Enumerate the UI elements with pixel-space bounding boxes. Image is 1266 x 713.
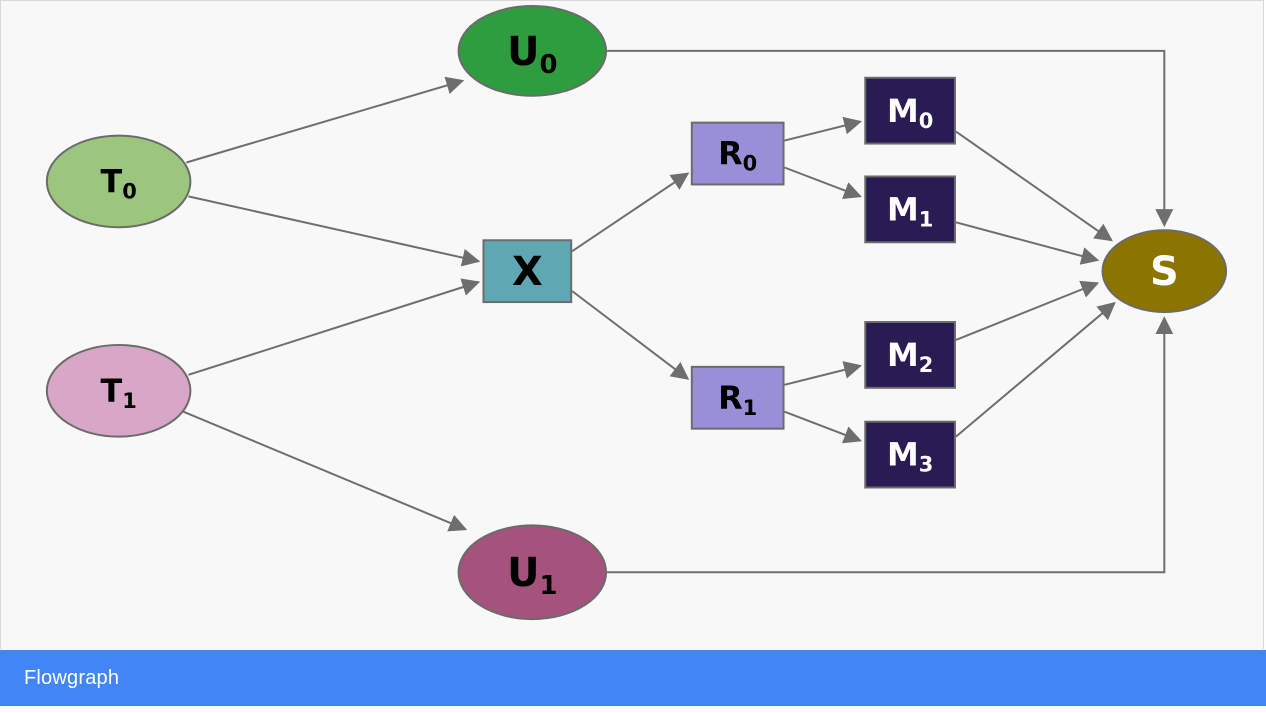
- edge-M1-to-S: [955, 221, 1100, 265]
- node-S-shape: [1101, 229, 1228, 314]
- node-S-label: S: [1150, 249, 1179, 295]
- node-U1-shape: [457, 524, 608, 621]
- node-M2-shape: [864, 321, 956, 389]
- title-bar-label: Flowgraph: [24, 666, 120, 689]
- edge-R0-to-M1: [784, 166, 862, 200]
- edge-U0-to-S: [607, 49, 1174, 228]
- node-U1: U1: [457, 524, 608, 621]
- node-M1-shape: [864, 175, 956, 244]
- node-T0-label: T0: [100, 163, 136, 204]
- edge-M2-to-S: [955, 280, 1100, 341]
- node-M0-shape: [864, 76, 956, 145]
- node-T1-label: T1: [100, 372, 136, 413]
- node-U0-label: U0: [507, 29, 557, 80]
- node-M2-label: M2: [887, 336, 933, 377]
- edges-layer: [183, 49, 1174, 574]
- node-R1: R1: [690, 365, 785, 430]
- node-M3: M3: [864, 420, 956, 489]
- node-T1-shape: [45, 343, 192, 438]
- edge-T0-to-X: [188, 195, 481, 267]
- node-U0-shape: [457, 5, 608, 97]
- edge-R1-to-M2: [784, 361, 863, 386]
- node-M2: M2: [864, 321, 956, 389]
- node-M3-label: M3: [887, 436, 933, 477]
- node-M0: M0: [864, 76, 956, 145]
- node-T1: T1: [45, 343, 192, 438]
- node-R1-shape: [690, 365, 785, 430]
- node-U1-label: U1: [507, 550, 557, 601]
- edge-T0-to-U0: [186, 76, 465, 164]
- title-bar: Flowgraph: [0, 650, 1266, 706]
- node-R0: R0: [690, 121, 785, 186]
- node-R0-shape: [690, 121, 785, 186]
- node-R0-label: R0: [718, 135, 757, 176]
- node-T0: T0: [45, 134, 192, 229]
- node-X-label: X: [512, 249, 543, 295]
- edge-R1-to-M3: [784, 410, 862, 444]
- node-M3-shape: [864, 420, 956, 489]
- node-R1-label: R1: [718, 379, 757, 420]
- edge-T1-to-X: [188, 278, 481, 376]
- edge-X-to-R0: [571, 172, 690, 253]
- node-X: X: [482, 239, 573, 304]
- node-T0-shape: [45, 134, 192, 229]
- node-X-shape: [482, 239, 573, 304]
- edge-X-to-R1: [571, 290, 690, 380]
- node-S: S: [1101, 229, 1228, 314]
- node-M1-label: M1: [887, 191, 933, 232]
- edge-M0-to-S: [955, 130, 1113, 242]
- edge-M3-to-S: [955, 301, 1116, 438]
- edge-R0-to-M0: [784, 116, 863, 142]
- node-U0: U0: [457, 5, 608, 97]
- bottom-strip: [0, 706, 1266, 713]
- edge-U1-to-S: [607, 316, 1174, 574]
- edge-T1-to-U1: [183, 410, 468, 532]
- node-M1: M1: [864, 175, 956, 244]
- node-M0-label: M0: [887, 92, 933, 133]
